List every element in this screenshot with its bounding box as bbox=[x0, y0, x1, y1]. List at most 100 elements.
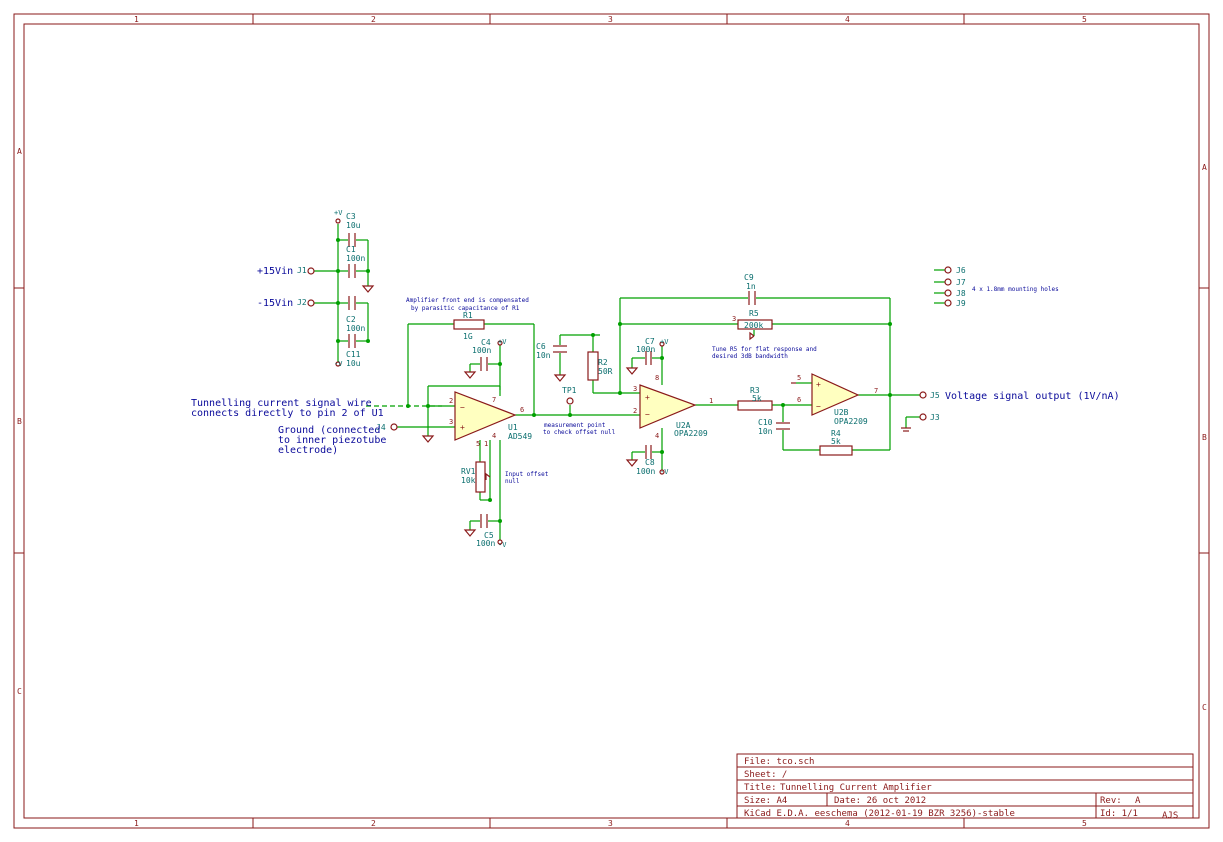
svg-text:8: 8 bbox=[655, 374, 659, 382]
svg-text:7: 7 bbox=[492, 396, 496, 404]
svg-text:6: 6 bbox=[797, 396, 801, 404]
title-file: File: tco.sch bbox=[744, 757, 814, 767]
resistor-symbols bbox=[453, 319, 853, 493]
note-output: Voltage signal output (1V/nA) bbox=[945, 391, 1120, 402]
val-R3: 5k bbox=[752, 394, 762, 403]
wires bbox=[314, 224, 945, 540]
val-R1: 1G bbox=[463, 332, 473, 341]
ref-C3: C3 bbox=[346, 212, 356, 221]
val-C2: 100n bbox=[346, 324, 365, 333]
col-label: 3 bbox=[608, 15, 613, 24]
title-author: AJS bbox=[1162, 811, 1178, 821]
val-U2A: OPA2209 bbox=[674, 429, 708, 438]
title-date: Date: 26 oct 2012 bbox=[834, 796, 926, 806]
ref-C11: C11 bbox=[346, 350, 361, 359]
svg-text:1: 1 bbox=[484, 440, 488, 448]
ref-J1: J1 bbox=[297, 266, 307, 275]
ref-J5: J5 bbox=[930, 391, 940, 400]
val-C1: 100n bbox=[346, 254, 365, 263]
row-label: C bbox=[17, 687, 22, 696]
row-label: C bbox=[1202, 703, 1207, 712]
ref-R2: R2 bbox=[598, 358, 608, 367]
note-offset-line2: null bbox=[505, 478, 520, 485]
note-plus15: +15Vin bbox=[257, 266, 293, 277]
svg-text:4: 4 bbox=[655, 432, 659, 440]
val-R2: 50R bbox=[598, 367, 613, 376]
ref-C1: C1 bbox=[346, 245, 356, 254]
ref-R5: R5 bbox=[749, 309, 759, 318]
title-id: Id: 1/1 bbox=[1100, 809, 1138, 819]
ref-J8: J8 bbox=[956, 289, 966, 298]
row-label: B bbox=[17, 417, 22, 426]
ref-J4: J4 bbox=[376, 423, 386, 432]
val-C10: 10n bbox=[758, 427, 773, 436]
svg-text:-V: -V bbox=[660, 468, 669, 476]
ref-C7: C7 bbox=[645, 337, 655, 346]
svg-text:+: + bbox=[816, 380, 821, 389]
val-R5: 200k bbox=[744, 321, 763, 330]
ground-symbols bbox=[361, 285, 911, 537]
val-C8: 100n bbox=[636, 467, 655, 476]
ref-TP1: TP1 bbox=[562, 386, 577, 395]
col-label: 1 bbox=[134, 15, 139, 24]
val-RV1: 10k bbox=[461, 476, 476, 485]
col-label: 4 bbox=[845, 15, 850, 24]
svg-text:−: − bbox=[460, 403, 465, 412]
ref-C2: C2 bbox=[346, 315, 356, 324]
ref-J9: J9 bbox=[956, 299, 966, 308]
svg-text:3: 3 bbox=[633, 385, 637, 393]
note-minus15: -15Vin bbox=[257, 298, 293, 309]
note-frontend-line2: by parasitic capacitance of R1 bbox=[411, 305, 520, 312]
val-R4: 5k bbox=[831, 437, 841, 446]
svg-text:1: 1 bbox=[709, 397, 713, 405]
capacitor-symbols bbox=[348, 233, 790, 528]
svg-text:5: 5 bbox=[476, 440, 480, 448]
ref-U2A: U2A bbox=[676, 421, 691, 430]
svg-text:+: + bbox=[460, 423, 465, 432]
ref-J2: J2 bbox=[297, 298, 307, 307]
note-tune-line1: Tune R5 for flat response and bbox=[712, 346, 817, 353]
row-label: A bbox=[17, 147, 22, 156]
col-label: 5 bbox=[1082, 819, 1087, 828]
note-input-line1: Tunnelling current signal wire bbox=[191, 398, 372, 409]
title-tool: KiCad E.D.A. eeschema (2012-01-19 BZR 32… bbox=[744, 809, 1015, 819]
val-C4: 100n bbox=[472, 346, 491, 355]
svg-text:+V: +V bbox=[498, 338, 507, 346]
ref-C9: C9 bbox=[744, 273, 754, 282]
svg-text:3: 3 bbox=[449, 418, 453, 426]
svg-text:-V: -V bbox=[498, 541, 507, 549]
svg-text:7: 7 bbox=[874, 387, 878, 395]
title-label: Title: bbox=[744, 783, 777, 793]
row-label: B bbox=[1202, 433, 1207, 442]
note-mounting: 4 x 1.8mm mounting holes bbox=[972, 286, 1059, 293]
ref-C6: C6 bbox=[536, 342, 546, 351]
title-text: Tunnelling Current Amplifier bbox=[780, 783, 932, 793]
col-label: 3 bbox=[608, 819, 613, 828]
col-label: 5 bbox=[1082, 15, 1087, 24]
ref-R1: R1 bbox=[463, 311, 473, 320]
val-C3: 10u bbox=[346, 221, 361, 230]
power-flags bbox=[335, 218, 665, 545]
note-ground-line1: Ground (connected bbox=[278, 425, 380, 436]
ref-J7: J7 bbox=[956, 278, 966, 287]
svg-text:2: 2 bbox=[633, 407, 637, 415]
val-C11: 10u bbox=[346, 359, 361, 368]
opamp-symbols bbox=[454, 373, 860, 441]
svg-text:-V: -V bbox=[334, 360, 343, 368]
svg-text:−: − bbox=[645, 410, 650, 419]
note-measure-line1: measurement point bbox=[544, 422, 606, 429]
frame-labels: 1 2 3 4 5 1 2 3 4 5 A B C A B C bbox=[17, 15, 1207, 828]
junctions bbox=[336, 238, 892, 523]
ref-RV1: RV1 bbox=[461, 467, 476, 476]
val-C9: 1n bbox=[746, 282, 756, 291]
title-size: Size: A4 bbox=[744, 796, 787, 806]
ref-C4: C4 bbox=[481, 338, 491, 347]
svg-text:+V: +V bbox=[660, 338, 669, 346]
svg-text:4: 4 bbox=[492, 432, 496, 440]
power-labels: +V -V +V -V +V -V bbox=[334, 209, 669, 549]
svg-text:3: 3 bbox=[732, 315, 736, 323]
note-frontend-line1: Amplifier front end is compensated bbox=[406, 297, 529, 304]
note-input-line2: connects directly to pin 2 of U1 bbox=[191, 408, 384, 419]
note-tune-line2: desired 3dB bandwidth bbox=[712, 353, 788, 360]
val-C5: 100n bbox=[476, 539, 495, 548]
